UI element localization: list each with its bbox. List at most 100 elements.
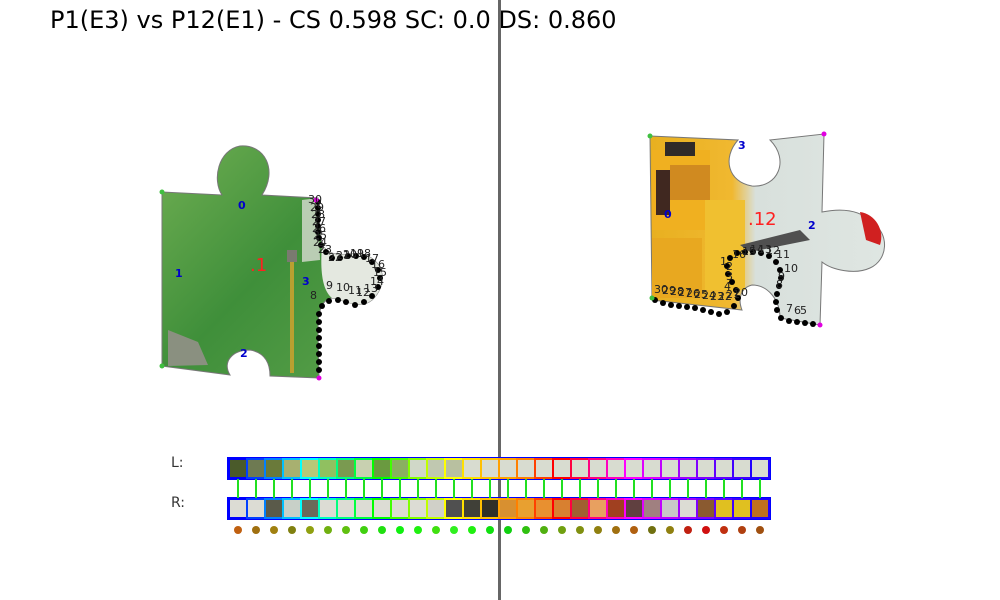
right-strip-cell xyxy=(300,498,320,519)
strip-score-dot xyxy=(594,526,602,534)
left-strip-cell xyxy=(462,458,482,479)
left-edge-label-0: 0 xyxy=(238,199,246,212)
strip-score-dot xyxy=(612,526,620,534)
right-strip-cell xyxy=(642,498,662,519)
left-point-label: 13 xyxy=(364,282,378,295)
right-point-label: 7 xyxy=(786,302,793,315)
right-strip-cell xyxy=(372,498,392,519)
strip-score-dot xyxy=(396,526,404,534)
right-point-label: 2 xyxy=(726,260,733,273)
right-point-label: 27 xyxy=(678,286,692,299)
right-strip-cell xyxy=(318,498,338,519)
left-strip-cell xyxy=(390,458,410,479)
center-divider xyxy=(498,0,501,600)
right-point-label: 11 xyxy=(776,248,790,261)
left-puzzle-piece: 3029282726252423222120191817161514131211… xyxy=(159,145,387,381)
strip-score-dot xyxy=(450,526,458,534)
left-point-labels: 3029282726252423222120191817161514131211… xyxy=(308,193,387,302)
strip-score-dot xyxy=(558,526,566,534)
strip-score-dot xyxy=(738,526,746,534)
right-strip-cell xyxy=(480,498,500,519)
left-strip-cell xyxy=(696,458,716,479)
left-strip-cell xyxy=(264,458,284,479)
right-point-label: 21 xyxy=(726,288,740,301)
right-strip-cell xyxy=(246,498,266,519)
page-title: P1(E3) vs P12(E1) - CS 0.598 SC: 0.0 DS:… xyxy=(50,6,617,34)
strip-score-dot xyxy=(432,526,440,534)
left-strip-cell xyxy=(678,458,698,479)
left-strip-cell xyxy=(318,458,338,479)
left-strip-cell xyxy=(408,458,428,479)
strip-score-dot xyxy=(540,526,548,534)
right-piece-id: .12 xyxy=(748,209,777,230)
right-point-label: 20 xyxy=(734,286,748,299)
left-point-label: 16 xyxy=(371,258,385,271)
left-point-label: 27 xyxy=(312,215,326,228)
right-point-label: 26 xyxy=(686,287,700,300)
right-strip-cell xyxy=(534,498,554,519)
strip-score-dot xyxy=(666,526,674,534)
strip-score-dot xyxy=(270,526,278,534)
right-strip-label: R: xyxy=(171,495,185,511)
right-strip-cell xyxy=(336,498,356,519)
right-point-label: 25 xyxy=(694,288,708,301)
left-point-label: 12 xyxy=(356,286,370,299)
right-edge-label-2: 2 xyxy=(808,219,816,232)
strip-score-dot xyxy=(486,526,494,534)
right-strip-cell xyxy=(606,498,626,519)
left-piece-id: .1 xyxy=(250,255,267,276)
left-strip-label: L: xyxy=(171,455,184,471)
right-point-label: 9 xyxy=(778,270,785,283)
left-point-label: 10 xyxy=(336,281,350,294)
right-point-label: 30 xyxy=(654,283,668,296)
right-strip-cell xyxy=(444,498,464,519)
right-strip-cell xyxy=(516,498,536,519)
strip-score-dot xyxy=(468,526,476,534)
left-strip-cell xyxy=(444,458,464,479)
strip-score-dot xyxy=(756,526,764,534)
strip-score-dot xyxy=(342,526,350,534)
right-point-label: 16 xyxy=(732,248,746,261)
left-point-label: 25 xyxy=(313,229,327,242)
left-point-label: 14 xyxy=(370,275,384,288)
left-strip-cell xyxy=(480,458,500,479)
strip-score-dot xyxy=(234,526,242,534)
left-edge-label-3: 3 xyxy=(302,275,310,288)
right-strip-cell xyxy=(588,498,608,519)
left-point-label: 21 xyxy=(336,249,350,262)
strip-score-dot xyxy=(720,526,728,534)
left-strip-cell xyxy=(336,458,356,479)
strip-score-dot xyxy=(306,526,314,534)
strip-score-dot xyxy=(504,526,512,534)
left-strip-cell xyxy=(750,458,770,479)
left-strip-cell xyxy=(642,458,662,479)
right-point-label: 15 xyxy=(742,245,756,258)
left-point-label: 30 xyxy=(308,193,322,206)
left-point-label: 24 xyxy=(313,236,327,249)
right-point-label: 29 xyxy=(662,284,676,297)
strip-score-dot xyxy=(360,526,368,534)
right-point-label: 22 xyxy=(718,290,732,303)
right-strip-cell xyxy=(660,498,680,519)
left-point-label: 23 xyxy=(318,243,332,256)
left-point-label: 26 xyxy=(312,222,326,235)
left-strip-cell xyxy=(534,458,554,479)
left-strip-cell xyxy=(606,458,626,479)
right-strip-cell xyxy=(408,498,428,519)
right-point-label: 4 xyxy=(724,280,731,293)
right-point-label: 28 xyxy=(670,285,684,298)
right-strip-cell xyxy=(498,498,518,519)
right-point-label: 5 xyxy=(800,304,807,317)
strip-score-dot xyxy=(684,526,692,534)
right-strip-cell xyxy=(264,498,284,519)
right-point-label: 6 xyxy=(794,304,801,317)
left-point-label: 28 xyxy=(311,208,325,221)
strip-score-dot xyxy=(522,526,530,534)
left-edge-label-1: 1 xyxy=(175,267,183,280)
right-point-label: 24 xyxy=(702,289,716,302)
left-strip-cell xyxy=(354,458,374,479)
left-strip-cell xyxy=(714,458,734,479)
right-strip-cell xyxy=(462,498,482,519)
